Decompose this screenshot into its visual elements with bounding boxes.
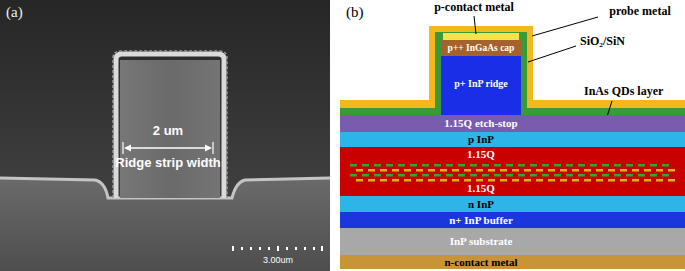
dimension-label: 2 um bbox=[153, 124, 183, 139]
layer-label: 1.15Q bbox=[467, 182, 495, 195]
p-contact-metal bbox=[443, 33, 519, 40]
sem-background bbox=[0, 0, 330, 271]
layer-label: InP substrate bbox=[450, 235, 513, 248]
buffer-layer: n+ InP buffer bbox=[340, 212, 685, 228]
part-label: SiO₂/SiN bbox=[580, 35, 625, 49]
waveguide-layer: 1.15Q 1.15Q bbox=[340, 147, 685, 196]
layer-label: p+ InP ridge bbox=[454, 78, 508, 90]
scale-label: 3.00um bbox=[263, 255, 293, 265]
leader-line bbox=[474, 16, 476, 34]
panel-label: (a) bbox=[6, 4, 23, 21]
panel-label: (b) bbox=[346, 4, 364, 21]
layer-label: p InP bbox=[468, 133, 494, 146]
layer-label: n InP bbox=[468, 198, 494, 211]
dimension-tick bbox=[122, 142, 123, 154]
dimension-tick bbox=[212, 142, 213, 154]
cladding-layer: p InP bbox=[340, 132, 685, 147]
part-label: probe metal bbox=[609, 5, 670, 19]
dimension-caption: Ridge strip width bbox=[115, 156, 220, 171]
etch-stop-layer: 1.15Q etch-stop bbox=[340, 115, 685, 132]
scale-bar bbox=[232, 246, 323, 251]
layer-label: p++ InGaAs cap bbox=[448, 43, 515, 54]
layer-label: n-contact metal bbox=[444, 256, 517, 269]
quantum-dot-layer bbox=[340, 147, 685, 196]
dielectric-layer bbox=[340, 32, 685, 115]
contact-layer: n-contact metal bbox=[340, 255, 685, 269]
cladding-layer: n InP bbox=[340, 196, 685, 212]
arrow-head bbox=[205, 145, 212, 152]
layer-label: n+ InP buffer bbox=[449, 214, 513, 227]
cap-layer: p++ InGaAs cap bbox=[441, 40, 521, 56]
layer-label: 1.15Q etch-stop bbox=[444, 117, 517, 130]
layer-label: 1.15Q bbox=[467, 148, 495, 161]
arrow-head bbox=[124, 145, 131, 152]
sem-ridge bbox=[120, 60, 220, 198]
sem-coating-texture bbox=[113, 51, 227, 198]
leader-line bbox=[532, 17, 598, 36]
dimension-line bbox=[126, 147, 210, 149]
sem-ridge-coating bbox=[116, 54, 224, 198]
leader-line bbox=[528, 46, 576, 62]
substrate-layer: InP substrate bbox=[340, 228, 685, 255]
part-label: InAs QDs layer bbox=[584, 85, 663, 99]
part-label: p-contact metal bbox=[434, 1, 514, 15]
ridge-layer: p+ InP ridge bbox=[441, 56, 521, 115]
